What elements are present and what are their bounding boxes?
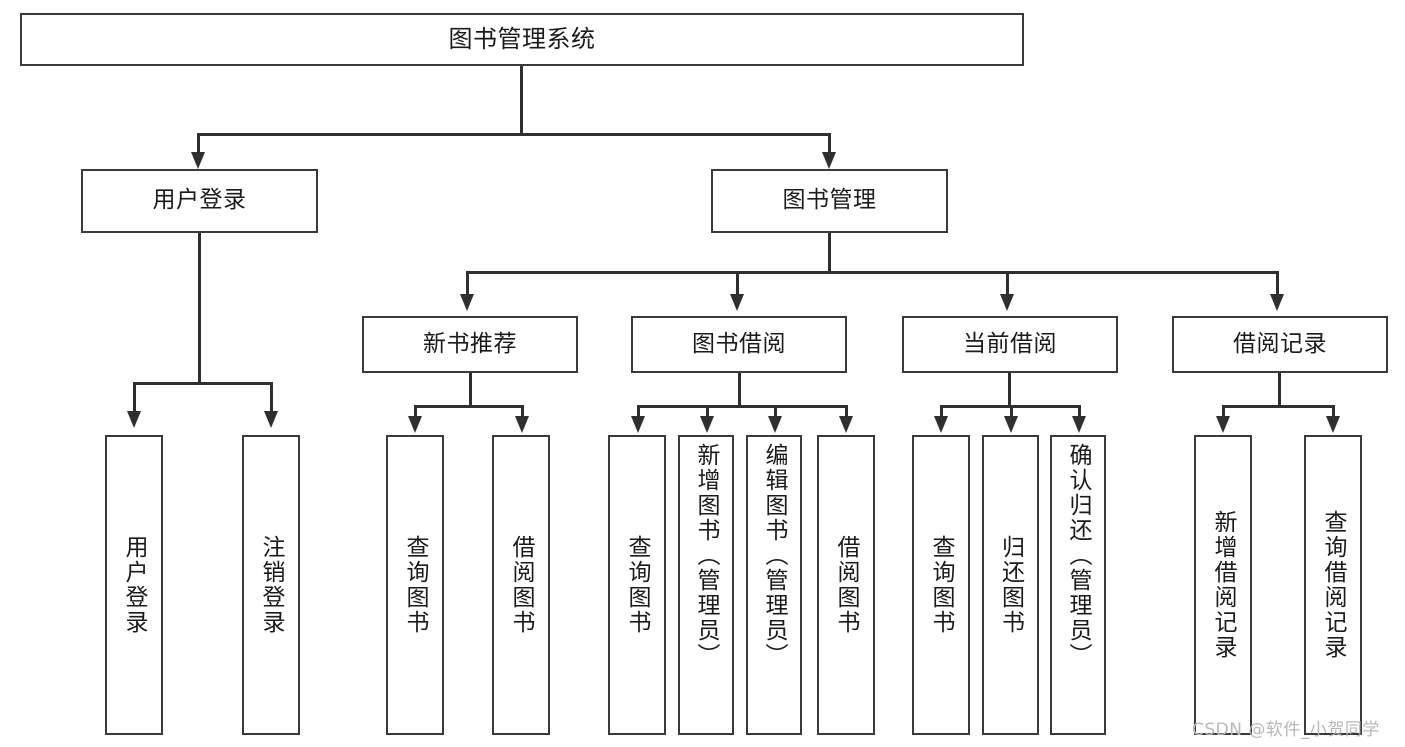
- node-leaf-edit-book[interactable]: 编辑图书（管理员）: [746, 435, 802, 735]
- node-leaf-return-book[interactable]: 归还图书: [982, 435, 1039, 735]
- connector-bb-child4: [845, 405, 848, 418]
- node-leaf-query-book-2[interactable]: 查询图书: [608, 435, 666, 735]
- connector-to-user-login: [197, 133, 200, 154]
- arrowhead-leaf-borrow-book-1: [515, 416, 529, 433]
- node-book-borrow-label: 图书借阅: [692, 330, 786, 357]
- node-leaf-query-book-3-label: 查询图书: [928, 535, 955, 635]
- node-leaf-borrow-book-1[interactable]: 借阅图书: [492, 435, 550, 735]
- arrowhead-current-borrow: [1000, 294, 1014, 311]
- connector-book-borrow-drop: [738, 373, 741, 405]
- connector-to-borrow-record: [1276, 271, 1279, 295]
- node-user-login[interactable]: 用户登录: [81, 169, 318, 233]
- node-book-management[interactable]: 图书管理: [711, 169, 948, 233]
- connector-cb-child3: [1078, 405, 1081, 418]
- connector-to-book-borrow: [736, 271, 739, 295]
- arrowhead-book-borrow: [730, 294, 744, 311]
- node-leaf-return-book-label: 归还图书: [997, 535, 1024, 635]
- connector-to-current-borrow: [1006, 271, 1009, 295]
- arrowhead-new-book-recommend: [460, 294, 474, 311]
- arrowhead-book-management: [822, 152, 836, 169]
- arrowhead-leaf-query-book-1: [408, 416, 422, 433]
- connector-current-borrow-drop: [1008, 373, 1011, 405]
- node-current-borrow-label: 当前借阅: [963, 330, 1057, 357]
- connector-bb-child2: [706, 405, 709, 418]
- connector-book-borrow-bus: [637, 405, 848, 408]
- connector-new-book-recommend-drop: [469, 373, 472, 405]
- connector-nbr-child1: [414, 405, 417, 418]
- connector-user-login-bus: [133, 382, 272, 385]
- node-leaf-add-book-label: 新增图书（管理员）: [693, 443, 720, 668]
- node-leaf-logout-login[interactable]: 注销登录: [242, 435, 300, 735]
- node-user-login-label: 用户登录: [152, 187, 247, 214]
- connector-cb-child2: [1010, 405, 1013, 418]
- node-leaf-query-book-2-label: 查询图书: [624, 535, 651, 635]
- node-leaf-query-record[interactable]: 查询借阅记录: [1304, 435, 1362, 735]
- connector-cb-child1: [940, 405, 943, 418]
- connector-user-login-child2: [270, 382, 273, 413]
- node-leaf-user-login[interactable]: 用户登录: [105, 435, 163, 735]
- arrowhead-leaf-query-book-2: [631, 416, 645, 433]
- arrowhead-leaf-add-book: [700, 416, 714, 433]
- arrowhead-leaf-borrow-book-2: [839, 416, 853, 433]
- node-new-book-recommend-label: 新书推荐: [423, 330, 517, 357]
- arrowhead-borrow-record: [1270, 294, 1284, 311]
- connector-borrow-record-drop: [1278, 373, 1281, 405]
- node-leaf-query-book-1-label: 查询图书: [402, 535, 429, 635]
- connector-user-login-child1: [133, 382, 136, 413]
- connector-new-book-recommend-bus: [414, 405, 524, 408]
- arrowhead-leaf-logout-login: [264, 411, 278, 428]
- node-leaf-confirm-return[interactable]: 确认归还（管理员）: [1050, 435, 1106, 735]
- node-leaf-add-record-label: 新增借阅记录: [1210, 510, 1237, 660]
- arrowhead-leaf-user-login: [127, 411, 141, 428]
- node-root[interactable]: 图书管理系统: [20, 13, 1024, 66]
- connector-book-management-drop: [828, 233, 831, 271]
- node-leaf-query-book-1[interactable]: 查询图书: [386, 435, 444, 735]
- connector-user-login-drop: [198, 233, 201, 382]
- connector-bb-child3: [774, 405, 777, 418]
- arrowhead-leaf-query-record: [1326, 416, 1340, 433]
- node-new-book-recommend[interactable]: 新书推荐: [362, 316, 578, 373]
- node-leaf-add-book[interactable]: 新增图书（管理员）: [678, 435, 734, 735]
- connector-root-drop: [520, 66, 523, 133]
- node-borrow-record-label: 借阅记录: [1233, 330, 1327, 357]
- arrowhead-user-login: [191, 152, 205, 169]
- node-leaf-query-book-3[interactable]: 查询图书: [912, 435, 970, 735]
- node-leaf-query-record-label: 查询借阅记录: [1320, 510, 1347, 660]
- node-borrow-record[interactable]: 借阅记录: [1172, 316, 1388, 373]
- node-leaf-edit-book-label: 编辑图书（管理员）: [761, 443, 788, 668]
- connector-level2-bus: [197, 133, 830, 136]
- arrowhead-leaf-edit-book: [768, 416, 782, 433]
- connector-bb-child1: [637, 405, 640, 418]
- connector-nbr-child2: [521, 405, 524, 418]
- node-leaf-confirm-return-label: 确认归还（管理员）: [1065, 443, 1092, 668]
- node-leaf-logout-login-label: 注销登录: [258, 535, 285, 635]
- connector-br-child1: [1222, 405, 1225, 418]
- node-leaf-borrow-book-1-label: 借阅图书: [508, 535, 535, 635]
- node-leaf-add-record[interactable]: 新增借阅记录: [1194, 435, 1252, 735]
- connector-br-child2: [1332, 405, 1335, 418]
- connector-borrow-record-bus: [1222, 405, 1335, 408]
- node-current-borrow[interactable]: 当前借阅: [902, 316, 1118, 373]
- node-leaf-borrow-book-2[interactable]: 借阅图书: [817, 435, 875, 735]
- connector-to-new-book-recommend: [466, 271, 469, 295]
- connector-to-book-management: [828, 133, 831, 154]
- node-leaf-user-login-label: 用户登录: [121, 535, 148, 635]
- node-book-management-label: 图书管理: [782, 187, 877, 214]
- csdn-watermark: CSDN @软件_小贺同学: [1192, 720, 1380, 740]
- node-book-borrow[interactable]: 图书借阅: [631, 316, 847, 373]
- connector-level3-bus: [466, 271, 1278, 274]
- arrowhead-leaf-return-book: [1004, 416, 1018, 433]
- node-root-label: 图书管理系统: [448, 25, 596, 54]
- arrowhead-leaf-query-book-3: [934, 416, 948, 433]
- arrowhead-leaf-confirm-return: [1072, 416, 1086, 433]
- node-leaf-borrow-book-2-label: 借阅图书: [833, 535, 860, 635]
- arrowhead-leaf-add-record: [1216, 416, 1230, 433]
